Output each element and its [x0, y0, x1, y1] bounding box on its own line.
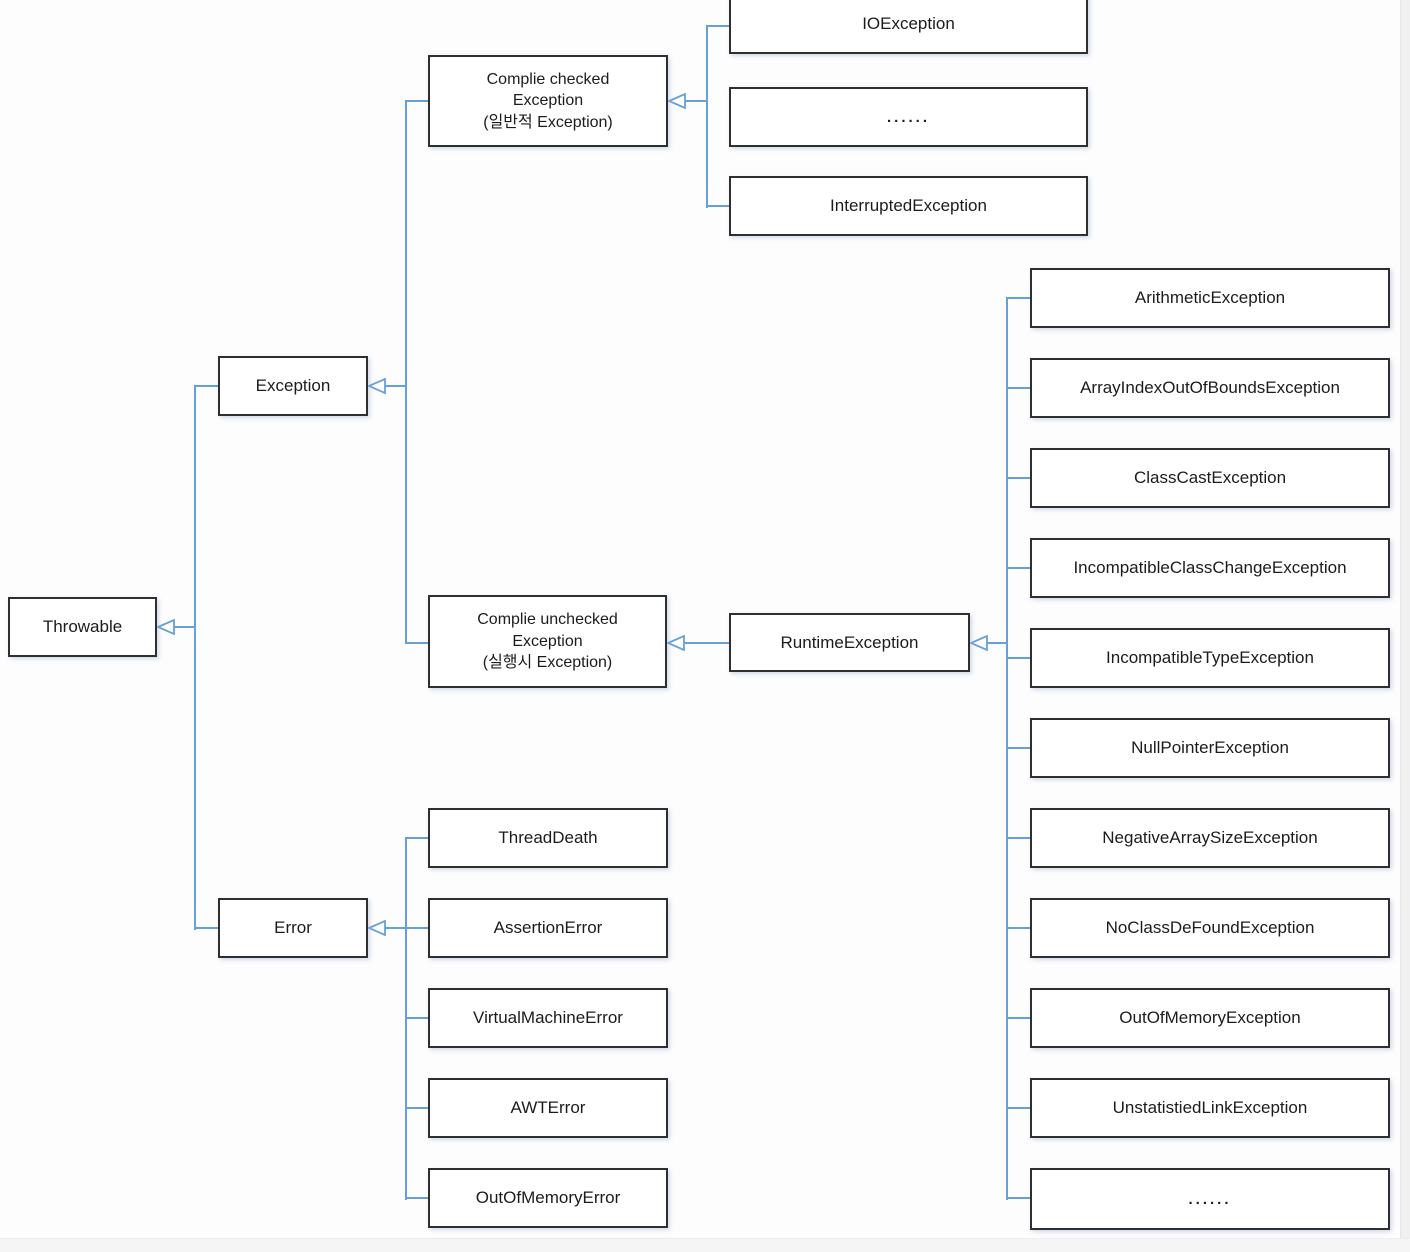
node-arrayindexoutofboundsexception: ArrayIndexOutOfBoundsException	[1030, 358, 1390, 418]
node-label-line: Complie checked	[486, 70, 610, 88]
node-label: OutOfMemoryError	[475, 1188, 621, 1207]
scrollbar-track[interactable]	[1400, 0, 1410, 1252]
node-label: VirtualMachineError	[473, 1008, 623, 1027]
node-label-line: (실행시 Exception)	[482, 654, 613, 672]
node-outofmemoryerror: OutOfMemoryError	[428, 1168, 668, 1228]
connector-throwable-vertical	[194, 385, 196, 930]
connector-exception-children-vertical	[405, 100, 407, 644]
node-label: Error	[274, 918, 312, 937]
node-label: InterruptedException	[830, 196, 987, 215]
connector-threaddeath-stub	[405, 837, 430, 839]
connector-outofmemoryexception-stub	[1006, 1017, 1032, 1019]
node-label: ......	[886, 108, 930, 126]
node-noclassdefoundexception: NoClassDeFoundException	[1030, 898, 1390, 958]
connector-noclassdefound-stub	[1006, 927, 1032, 929]
node-runtime-ellipsis: ......	[1030, 1168, 1390, 1230]
node-threaddeath: ThreadDeath	[428, 808, 668, 868]
node-label: NoClassDeFoundException	[1105, 918, 1315, 937]
node-label: AWTError	[510, 1098, 586, 1117]
node-runtimeexception: RuntimeException	[729, 613, 970, 672]
node-incompatibletypeexception: IncompatibleTypeException	[1030, 628, 1390, 688]
node-complie-checked-exception: Complie checked Exception (일반적 Exception…	[428, 55, 668, 147]
node-exception: Exception	[218, 356, 368, 416]
connector-error-stub	[194, 927, 220, 929]
node-error: Error	[218, 898, 368, 958]
node-classcastexception: ClassCastException	[1030, 448, 1390, 508]
node-label-line: Exception	[512, 632, 583, 650]
node-label-line: Complie unchecked	[477, 611, 618, 629]
node-label: Exception	[255, 376, 331, 395]
node-label: ThreadDeath	[498, 828, 598, 847]
connector-virtualmachineerror-stub	[405, 1017, 430, 1019]
node-incompatibleclasschangeexception: IncompatibleClassChangeException	[1030, 538, 1390, 598]
connector-ioexception-stub	[706, 25, 731, 27]
node-nullpointerexception: NullPointerException	[1030, 718, 1390, 778]
node-label: ArithmeticException	[1134, 288, 1286, 307]
node-negativearraysizeexception: NegativeArraySizeException	[1030, 808, 1390, 868]
connector-unstatistiedlink-stub	[1006, 1107, 1032, 1109]
connector-negativearraysize-stub	[1006, 837, 1032, 839]
node-label: IncompatibleClassChangeException	[1073, 558, 1347, 577]
connector-awterror-stub	[405, 1107, 430, 1109]
inheritance-arrow-icon	[368, 920, 386, 936]
connector-nullpointer-stub	[1006, 747, 1032, 749]
connector-throwable-arrow-line	[174, 626, 196, 628]
connector-arithmetic-stub	[1006, 297, 1032, 299]
node-label: ArrayIndexOutOfBoundsException	[1080, 378, 1340, 397]
node-awterror: AWTError	[428, 1078, 668, 1138]
connector-exception-stub	[194, 385, 220, 387]
node-interruptedexception: InterruptedException	[729, 176, 1088, 236]
connector-checked-arrow-line	[685, 100, 708, 102]
connector-outofmemoryerror-stub	[405, 1197, 430, 1199]
connector-unchecked-stub	[405, 642, 430, 644]
node-ioexception: IOException	[729, 0, 1088, 54]
node-virtualmachineerror: VirtualMachineError	[428, 988, 668, 1048]
connector-checked-children-vertical	[706, 25, 708, 208]
inheritance-arrow-icon	[970, 635, 988, 651]
connector-classcast-stub	[1006, 477, 1032, 479]
inheritance-arrow-icon	[157, 619, 175, 635]
node-checked-ellipsis: ......	[729, 87, 1088, 147]
inheritance-arrow-icon	[667, 635, 685, 651]
node-complie-unchecked-exception: Complie unchecked Exception (실행시 Excepti…	[428, 595, 667, 688]
node-label: NullPointerException	[1131, 738, 1289, 757]
inheritance-arrow-icon	[368, 378, 386, 394]
node-label: Throwable	[42, 617, 123, 636]
node-label: AssertionError	[493, 918, 603, 937]
node-label: IOException	[862, 14, 955, 33]
node-label: OutOfMemoryException	[1119, 1008, 1301, 1027]
connector-exception-arrow-line	[385, 385, 407, 387]
node-outofmemoryexception: OutOfMemoryException	[1030, 988, 1390, 1048]
node-throwable: Throwable	[8, 597, 157, 657]
node-label-line: Exception	[512, 92, 584, 110]
connector-unchecked-arrow-line	[684, 642, 729, 644]
node-label: ......	[1188, 1190, 1232, 1208]
connector-checked-stub	[405, 100, 430, 102]
connector-incompatibletype-stub	[1006, 657, 1032, 659]
node-label: IncompatibleTypeException	[1106, 648, 1314, 667]
node-arithmeticexception: ArithmeticException	[1030, 268, 1390, 328]
connector-incompatibleclasschange-stub	[1006, 567, 1032, 569]
connector-runtime-arrow-line	[987, 642, 1008, 644]
connector-interrupted-stub	[706, 205, 731, 207]
bottom-bar	[0, 1238, 1410, 1252]
node-label: NegativeArraySizeException	[1102, 828, 1318, 847]
connector-error-arrow-line	[385, 927, 429, 929]
node-label-line: (일반적 Exception)	[483, 113, 613, 131]
connector-arrayindex-stub	[1006, 387, 1032, 389]
inheritance-arrow-icon	[668, 93, 686, 109]
connector-runtime-dots-stub	[1006, 1197, 1032, 1199]
node-label: RuntimeException	[780, 632, 919, 652]
node-label: UnstatistiedLinkException	[1112, 1098, 1308, 1117]
node-assertionerror: AssertionError	[428, 898, 668, 958]
node-label: ClassCastException	[1133, 468, 1287, 487]
node-unstatistiedlinkexception: UnstatistiedLinkException	[1030, 1078, 1390, 1138]
